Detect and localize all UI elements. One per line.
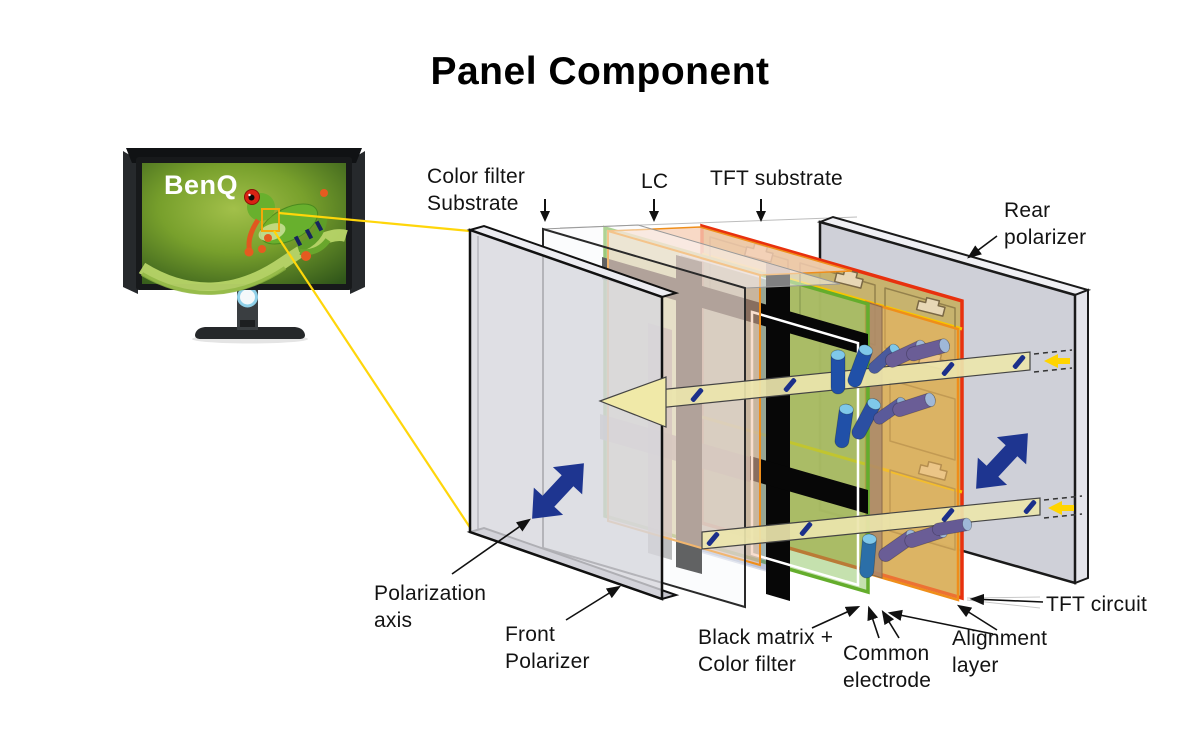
label-rear-polarizer: Rear polarizer bbox=[1004, 199, 1087, 249]
label-lc: LC bbox=[641, 170, 669, 193]
hood-left bbox=[123, 151, 138, 294]
benq-logo: BenQ bbox=[164, 170, 238, 200]
zoom-line-bottom bbox=[273, 230, 472, 530]
front-polarizer-panel bbox=[466, 224, 680, 601]
label-alignment-layer: Alignment layer bbox=[952, 627, 1048, 677]
rear-polarization-axis-arrow bbox=[976, 433, 1028, 489]
label-arrows bbox=[451, 199, 1044, 639]
beam-exit-arrow bbox=[598, 376, 667, 428]
label-tft-circuit: TFT circuit bbox=[1046, 593, 1147, 616]
label-color-filter-substrate: Color filter Substrate bbox=[427, 165, 526, 215]
label-common-electrode: Common electrode bbox=[843, 642, 932, 692]
backlight-arrow-lower bbox=[1048, 501, 1074, 515]
zoom-source-rect bbox=[261, 208, 280, 232]
backlight-arrow-upper bbox=[1044, 354, 1070, 368]
lower-light-beam bbox=[701, 495, 1083, 550]
label-front-polarizer: Front Polarizer bbox=[505, 623, 590, 673]
front-polarization-axis-arrow bbox=[532, 463, 584, 519]
label-polarization-axis: Polarization axis bbox=[374, 582, 487, 632]
label-tft-substrate: TFT substrate bbox=[710, 167, 843, 190]
liquid-crystal-molecules bbox=[830, 338, 972, 579]
monitor-base bbox=[195, 327, 305, 339]
hood-right bbox=[350, 151, 365, 294]
cable-hole bbox=[237, 286, 258, 308]
label-black-matrix-color-filter: Black matrix + Color filter bbox=[698, 626, 834, 676]
page-title: Panel Component bbox=[430, 50, 770, 93]
zoom-line-top bbox=[278, 211, 471, 233]
benq-monitor: BenQ bbox=[123, 148, 472, 530]
